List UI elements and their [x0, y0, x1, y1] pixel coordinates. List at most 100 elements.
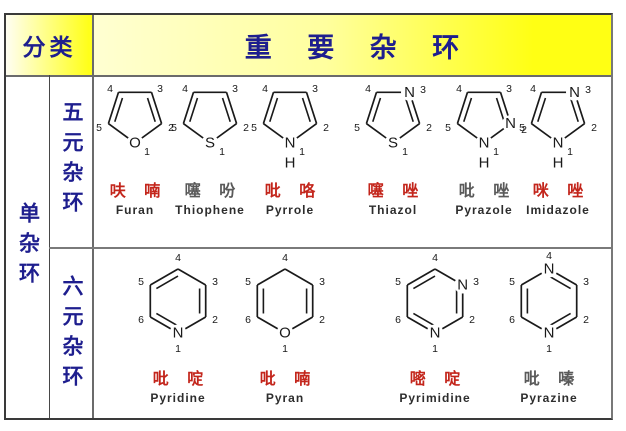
- grid-line-header-bottom: [6, 75, 611, 77]
- pyran-num-1: 1: [282, 343, 288, 355]
- pyrazine-num-3: 3: [583, 276, 589, 288]
- pyran-num-2: 2: [319, 314, 325, 326]
- pyrrole-num-3: 3: [312, 83, 318, 95]
- pyrimidine-num-4: 4: [432, 252, 438, 264]
- pyrazole-num-2: 2: [521, 124, 527, 136]
- pyrrole-structure: N1 2 3 4 5H: [251, 83, 329, 172]
- pyrazole-atom-N1: N: [479, 135, 490, 152]
- pyrazine-num-4: 4: [546, 250, 552, 262]
- imidazole-atom-N1: N: [553, 135, 564, 152]
- page-title: 重 要 杂 环: [244, 32, 474, 63]
- thiophene-num-4: 4: [182, 83, 188, 95]
- pyrrole-num-4: 4: [262, 83, 268, 95]
- thiophene-english-name: Thiophene: [175, 203, 245, 217]
- title-header-cell: 重 要 杂 环: [93, 15, 611, 75]
- imidazole-english-name: Imidazole: [526, 203, 590, 217]
- pyran-num-4: 4: [282, 252, 288, 264]
- furan-chinese-name: 呋 喃: [109, 183, 168, 200]
- grid-line-group-right: [49, 75, 50, 418]
- pyridine-num-6: 6: [138, 314, 144, 326]
- pyrrole-num-1: 1: [299, 146, 305, 158]
- pyrazine-english-name: Pyrazine: [520, 391, 578, 405]
- pyrazine-num-6: 6: [509, 314, 515, 326]
- pyridine-num-4: 4: [175, 252, 181, 264]
- pyrazole-english-name: Pyrazole: [455, 203, 513, 217]
- pyrrole-chinese-name: 吡 咯: [264, 183, 323, 200]
- pyridine-num-1: 1: [175, 343, 181, 355]
- thiazol-num-1: 1: [402, 146, 408, 158]
- thiophene-num-1: 1: [219, 146, 225, 158]
- pyrazine-num-1: 1: [546, 343, 552, 355]
- pyrrole-num-2: 2: [323, 122, 329, 134]
- imidazole-num-4: 4: [530, 83, 536, 95]
- thiazol-num-5: 5: [354, 122, 360, 134]
- furan-num-2: 2: [168, 122, 174, 134]
- imidazole-chinese-name: 咪 唑: [532, 183, 591, 200]
- pyran-num-5: 5: [245, 276, 251, 288]
- sidebar-label-six-membered: 六元杂环: [60, 274, 83, 395]
- pyran-english-name: Pyran: [265, 391, 305, 405]
- furan-num-3: 3: [157, 83, 163, 95]
- pyridine-english-name: Pyridine: [150, 391, 206, 405]
- imidazole-atom-N3: N: [569, 84, 580, 101]
- furan-num-4: 4: [107, 83, 113, 95]
- thiazol-num-4: 4: [365, 83, 371, 95]
- thiazol-chinese-name: 噻 唑: [367, 183, 426, 200]
- grid-line-row-divider: [49, 247, 611, 249]
- pyrazole-chinese-name: 吡 唑: [458, 183, 517, 200]
- pyrimidine-chinese-name: 嘧 啶: [409, 371, 468, 388]
- pyrimidine-num-3: 3: [473, 276, 479, 288]
- pyrimidine-num-1: 1: [432, 343, 438, 355]
- pyridine-atom-N1: N: [173, 325, 184, 342]
- pyrazole-num-5: 5: [445, 122, 451, 134]
- pyran-atom-O1: O: [279, 325, 291, 342]
- grid-line-sidebar-right: [92, 15, 94, 418]
- pyridine-chinese-name: 吡 啶: [152, 371, 211, 388]
- thiophene-num-2: 2: [243, 122, 249, 134]
- furan-num-1: 1: [144, 146, 150, 158]
- thiazol-num-3: 3: [420, 84, 426, 96]
- imidazole-num-5: 5: [519, 122, 525, 134]
- pyrimidine-atom-N3: N: [457, 277, 468, 294]
- pyrazine-num-5: 5: [509, 276, 515, 288]
- pyridine-num-2: 2: [212, 314, 218, 326]
- pyrrole-H-label: H: [285, 155, 296, 172]
- thiazol-english-name: Thiazol: [368, 203, 418, 217]
- furan-english-name: Furan: [115, 203, 155, 217]
- pyrazine-chinese-name: 吡 嗪: [523, 371, 582, 388]
- pyridine-num-3: 3: [212, 276, 218, 288]
- pyrimidine-num-5: 5: [395, 276, 401, 288]
- thiophene-chinese-name: 噻 吩: [184, 183, 243, 200]
- pyrazine-num-2: 2: [583, 314, 589, 326]
- imidazole-H-label: H: [553, 155, 564, 172]
- pyrazole-atom-N2: N: [505, 115, 516, 132]
- pyrrole-num-5: 5: [251, 122, 257, 134]
- pyrrole-atom-N1: N: [285, 135, 296, 152]
- pyrazole-num-4: 4: [456, 83, 462, 95]
- imidazole-num-1: 1: [567, 146, 573, 158]
- pyrimidine-english-name: Pyrimidine: [399, 391, 471, 405]
- thiophene-atom-S1: S: [205, 135, 215, 152]
- pyran-num-6: 6: [245, 314, 251, 326]
- thiazol-atom-N3: N: [404, 84, 415, 101]
- pyrrole-english-name: Pyrrole: [265, 203, 315, 217]
- sidebar-label-mono-heterocycle: 单杂环: [16, 201, 40, 292]
- furan-num-5: 5: [96, 122, 102, 134]
